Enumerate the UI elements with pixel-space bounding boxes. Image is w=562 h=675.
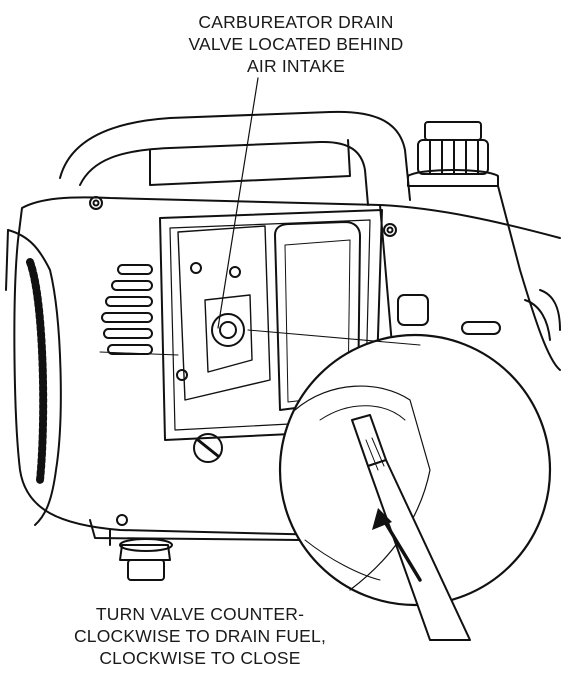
rubber-foot bbox=[119, 538, 173, 581]
rotation-arrow bbox=[372, 508, 422, 582]
bottom-callout: TURN VALVE COUNTER- CLOCKWISE TO DRAIN F… bbox=[0, 603, 562, 669]
detail-leader-line bbox=[247, 329, 421, 346]
bottom-callout-line-2: CLOCKWISE TO DRAIN FUEL, bbox=[73, 626, 327, 646]
top-callout-line-3: AIR INTAKE bbox=[247, 56, 345, 76]
generator-base bbox=[89, 519, 301, 546]
top-callout-line-2: VALVE LOCATED BEHIND bbox=[188, 34, 404, 54]
bottom-callout-line-1: TURN VALVE COUNTER- bbox=[95, 604, 305, 624]
top-callout: CARBUREATOR DRAIN VALVE LOCATED BEHIND A… bbox=[0, 11, 562, 77]
handle-screw-right bbox=[383, 223, 397, 237]
carry-handle bbox=[59, 110, 411, 201]
bottom-callout-line-3: CLOCKWISE TO CLOSE bbox=[99, 648, 301, 668]
top-callout-line-1: CARBUREATOR DRAIN bbox=[198, 12, 394, 32]
side-handle bbox=[524, 289, 561, 341]
detail-magnifier bbox=[278, 333, 552, 641]
fuel-knob bbox=[193, 433, 223, 463]
side-grip-texture bbox=[26, 258, 48, 484]
fuel-cap bbox=[407, 121, 499, 187]
generator-body bbox=[13, 196, 561, 536]
vent-louvers bbox=[101, 264, 153, 355]
handle-screw-left bbox=[89, 196, 103, 210]
drain-valve bbox=[176, 262, 253, 381]
top-leader-line bbox=[217, 77, 259, 329]
